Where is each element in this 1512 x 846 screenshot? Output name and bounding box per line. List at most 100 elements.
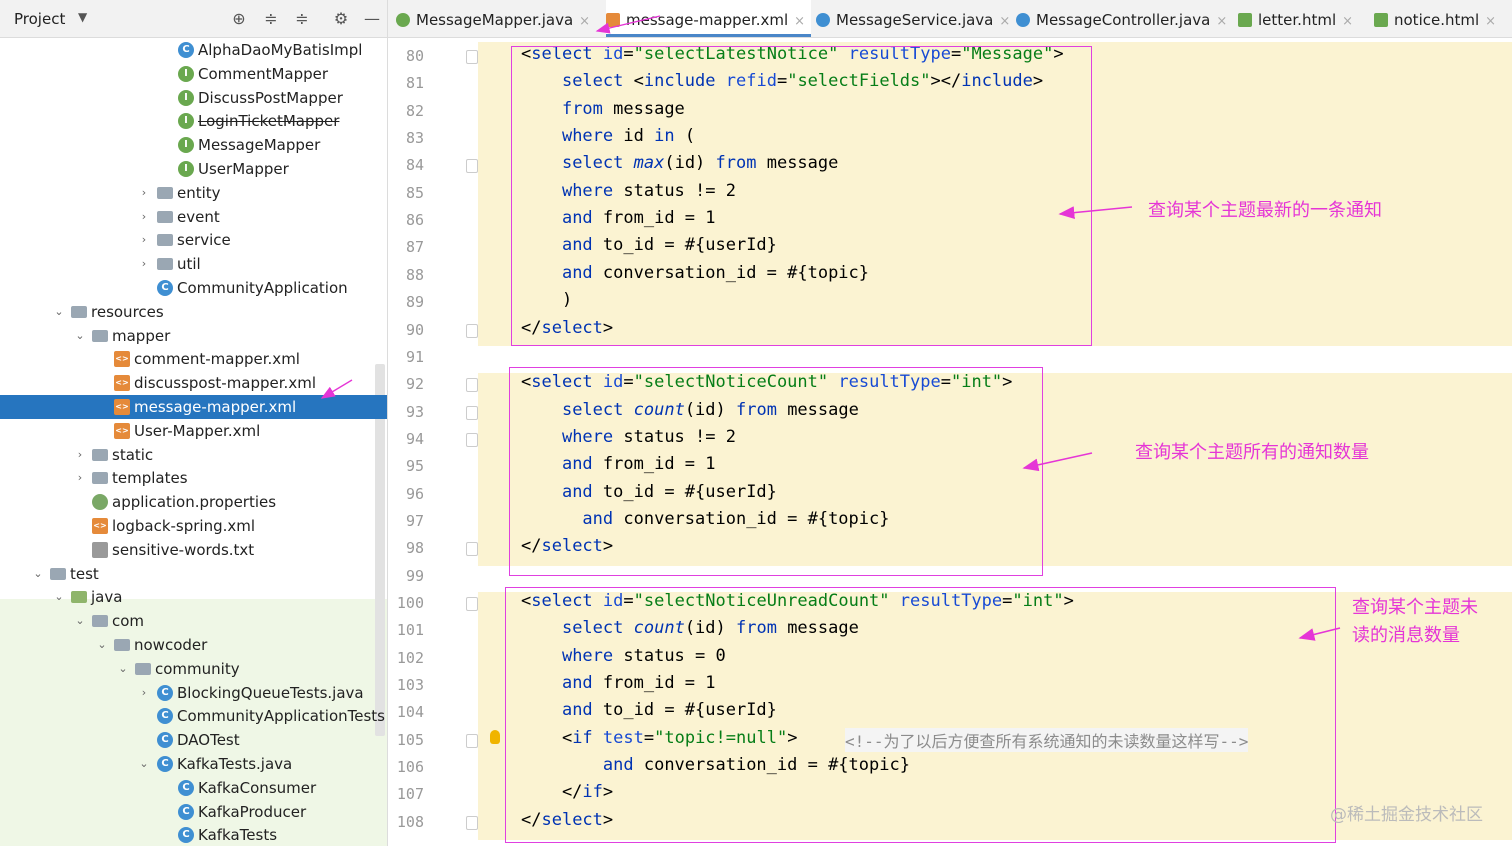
collapse-all-icon[interactable]: ≑	[295, 9, 309, 28]
code-line[interactable]: and from_id = 1	[561, 208, 716, 229]
code-line[interactable]: </if>	[521, 782, 614, 803]
close-icon[interactable]: ×	[579, 14, 591, 29]
code-line[interactable]: where status != 2	[561, 426, 736, 447]
chevron-down-icon[interactable]: ⌄	[139, 757, 149, 770]
code-line[interactable]: and to_id = #{userId}	[561, 700, 777, 721]
code-line[interactable]: </select>	[521, 536, 614, 557]
chevron-down-icon[interactable]: ⌄	[54, 304, 64, 318]
tree-item[interactable]: <>comment-mapper.xml	[0, 347, 387, 371]
code-line[interactable]: </select>	[521, 317, 614, 338]
fold-marker-icon[interactable]	[466, 733, 478, 748]
tree-item[interactable]: ⌄java	[0, 585, 387, 609]
editor-tab[interactable]: notice.html×	[1374, 0, 1498, 37]
code-line[interactable]: select count(id) from message	[561, 618, 859, 639]
code-line[interactable]: where id in (	[561, 126, 696, 147]
close-icon[interactable]: ×	[794, 14, 806, 29]
chevron-right-icon[interactable]: ›	[141, 685, 147, 699]
tree-item[interactable]: ⌄mapper	[0, 324, 387, 348]
code-line[interactable]: and conversation_id = #{topic}	[602, 755, 910, 776]
editor-tab[interactable]: MessageController.java×	[1016, 0, 1232, 37]
tree-item[interactable]: ›util	[0, 252, 387, 276]
tree-item[interactable]: ⌄community	[0, 657, 387, 681]
chevron-right-icon[interactable]: ›	[141, 233, 147, 247]
code-line[interactable]: select max(id) from message	[561, 153, 839, 174]
tree-item[interactable]: ›service	[0, 228, 387, 252]
tree-item[interactable]: ›entity	[0, 181, 387, 205]
tree-item[interactable]: ›event	[0, 205, 387, 229]
chevron-right-icon[interactable]: ›	[141, 257, 147, 271]
chevron-right-icon[interactable]: ›	[77, 471, 83, 485]
chevron-down-icon[interactable]: ⌄	[75, 614, 85, 628]
expand-all-icon[interactable]: ≑	[264, 9, 278, 28]
close-icon[interactable]: ×	[999, 14, 1011, 29]
fold-marker-icon[interactable]	[466, 597, 478, 611]
tree-item[interactable]: <>discusspost-mapper.xml	[0, 371, 387, 395]
tree-item[interactable]: ›static	[0, 443, 387, 467]
code-line[interactable]: )	[521, 290, 573, 311]
fold-marker-icon[interactable]	[466, 542, 478, 557]
code-line[interactable]: and from_id = 1	[561, 673, 716, 694]
editor-tab[interactable]: letter.html×	[1238, 0, 1368, 37]
chevron-right-icon[interactable]: ›	[141, 185, 147, 199]
chevron-down-icon[interactable]: ⌄	[33, 566, 43, 580]
code-line[interactable]: <select id="selectNoticeCount" resultTyp…	[521, 372, 1013, 393]
code-line[interactable]: </select>	[521, 809, 614, 830]
chevron-down-icon[interactable]: ▼	[78, 10, 88, 24]
code-line[interactable]: <select id="selectLatestNotice" resultTy…	[521, 44, 1064, 64]
code-line[interactable]: and to_id = #{userId}	[561, 481, 777, 502]
code-line[interactable]: <select id="selectNoticeUnreadCount" res…	[521, 591, 1074, 611]
code-line[interactable]: where status = 0	[561, 645, 726, 666]
code-line[interactable]: select count(id) from message	[561, 399, 859, 420]
tree-item[interactable]: ›templates	[0, 466, 387, 490]
gear-icon[interactable]: ⚙	[333, 9, 349, 28]
code-line[interactable]: from message	[561, 98, 685, 119]
code-line[interactable]: select <include refid="selectFields"></i…	[561, 71, 1044, 92]
close-icon[interactable]: ×	[1485, 14, 1497, 29]
tree-item[interactable]: application.properties	[0, 490, 387, 514]
tree-item[interactable]: ⌄nowcoder	[0, 633, 387, 657]
close-icon[interactable]: ×	[1216, 14, 1228, 29]
chevron-down-icon[interactable]: ⌄	[97, 638, 107, 651]
fold-marker-icon[interactable]	[466, 378, 478, 393]
code-line[interactable]: and conversation_id = #{topic}	[582, 508, 890, 529]
chevron-down-icon[interactable]: ⌄	[118, 661, 128, 675]
tree-item[interactable]: sensitive-words.txt	[0, 538, 387, 562]
tree-item[interactable]: <>User-Mapper.xml	[0, 419, 387, 443]
code-line[interactable]: and from_id = 1	[561, 454, 716, 475]
editor-tab[interactable]: message-mapper.xml×	[606, 0, 811, 37]
fold-marker-icon[interactable]	[466, 405, 478, 420]
chevron-down-icon[interactable]: ⌄	[54, 590, 64, 604]
chevron-right-icon[interactable]: ›	[141, 209, 147, 223]
code-line[interactable]: where status != 2	[561, 180, 736, 201]
code-line[interactable]: <if test="topic!=null">	[521, 727, 798, 748]
lightbulb-icon[interactable]	[490, 730, 500, 744]
fold-marker-icon[interactable]	[466, 815, 478, 830]
chevron-right-icon[interactable]: ›	[77, 447, 83, 461]
minimize-icon[interactable]: —	[364, 9, 380, 28]
code-line[interactable]: and to_id = #{userId}	[561, 235, 777, 256]
tree-item[interactable]: ⌄com	[0, 609, 387, 633]
chevron-down-icon[interactable]: ⌄	[75, 328, 85, 342]
close-icon[interactable]: ×	[1342, 14, 1354, 29]
code-line[interactable]: and conversation_id = #{topic}	[561, 262, 870, 283]
crosshair-icon[interactable]: ⊕	[232, 9, 246, 28]
fold-marker-icon[interactable]	[466, 159, 478, 174]
tree-item[interactable]: ⌄test	[0, 562, 387, 586]
fold-marker-icon[interactable]	[466, 432, 478, 447]
fold-marker-icon[interactable]	[466, 323, 478, 338]
editor-tab[interactable]: MessageMapper.java×	[396, 0, 601, 37]
